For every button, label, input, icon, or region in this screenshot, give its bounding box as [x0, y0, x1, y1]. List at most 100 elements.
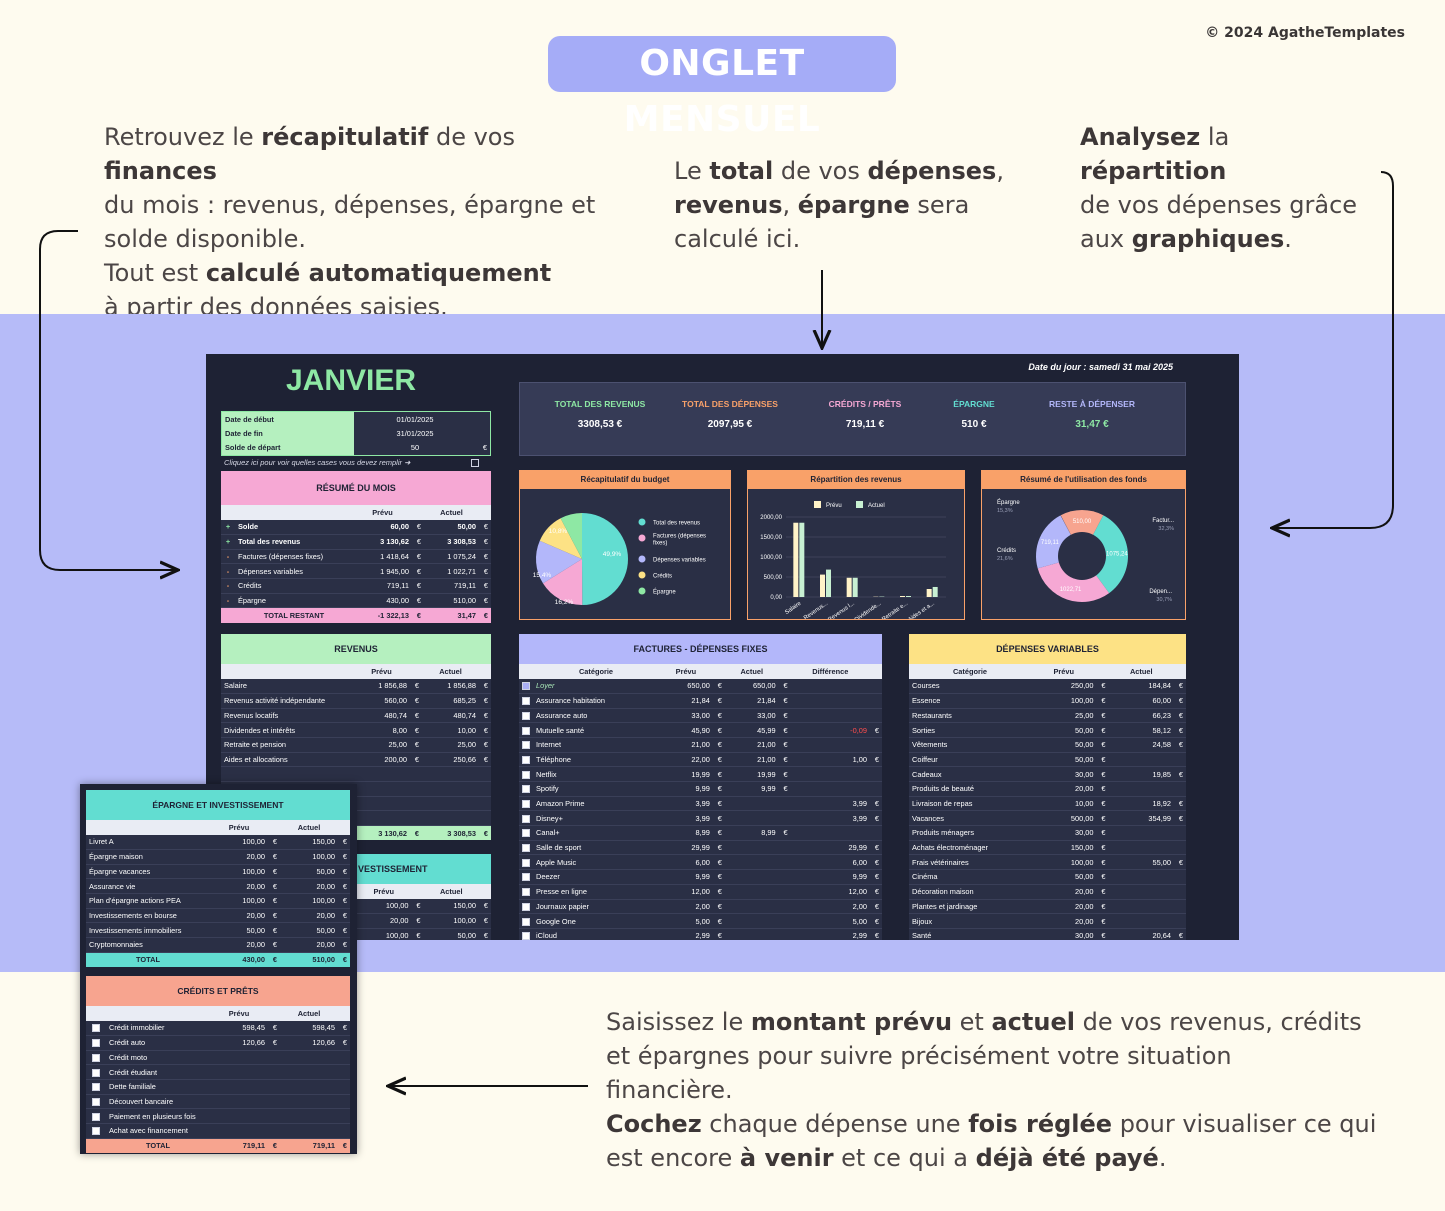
empty-cell[interactable]: [353, 781, 410, 797]
value-prevu[interactable]: 150,00: [1031, 840, 1097, 856]
value-prevu[interactable]: 9,99: [659, 869, 713, 885]
paid-checkbox[interactable]: [86, 1035, 106, 1051]
value-actuel[interactable]: 184,84: [1108, 678, 1174, 694]
value-actuel[interactable]: [280, 1108, 338, 1124]
value-actuel[interactable]: 21,00: [724, 737, 779, 753]
value-prevu[interactable]: 19,99: [659, 766, 713, 782]
paid-checkbox[interactable]: [519, 722, 533, 738]
value-actuel[interactable]: 100,00: [280, 893, 338, 909]
paid-checkbox[interactable]: [519, 810, 533, 827]
value-prevu[interactable]: 6,00: [659, 854, 713, 871]
value-actuel[interactable]: 20,00: [280, 937, 338, 953]
value-prevu[interactable]: 650,00: [659, 678, 713, 694]
empty-cell[interactable]: [410, 810, 422, 827]
paid-checkbox[interactable]: [86, 1079, 106, 1095]
value-actuel[interactable]: 50,00: [280, 922, 338, 938]
value-prevu[interactable]: 22,00: [659, 752, 713, 768]
paid-checkbox[interactable]: [519, 693, 533, 709]
value-actuel[interactable]: 25,00: [422, 737, 479, 753]
value-actuel[interactable]: 33,00: [724, 708, 779, 724]
value-actuel[interactable]: [1108, 869, 1174, 885]
value-prevu[interactable]: 21,00: [659, 737, 713, 753]
empty-cell[interactable]: [422, 781, 479, 797]
paid-checkbox[interactable]: [519, 678, 533, 694]
value-actuel[interactable]: 55,00: [1108, 854, 1174, 871]
value-actuel[interactable]: 250,66: [422, 752, 479, 768]
value-prevu[interactable]: [210, 1108, 268, 1124]
empty-cell[interactable]: [479, 810, 491, 827]
value-actuel[interactable]: [724, 840, 779, 856]
value-actuel[interactable]: [724, 884, 779, 900]
value-actuel[interactable]: 685,25: [422, 693, 479, 709]
value-actuel[interactable]: [724, 854, 779, 871]
value-prevu[interactable]: 200,00: [353, 752, 410, 768]
value-prevu[interactable]: 8,99: [659, 825, 713, 841]
value-actuel[interactable]: [280, 1079, 338, 1095]
value-actuel[interactable]: 354,99: [1108, 810, 1174, 827]
empty-cell[interactable]: [479, 766, 491, 782]
value-actuel[interactable]: 650,00: [724, 678, 779, 694]
value-prevu[interactable]: 480,74: [353, 708, 410, 724]
paid-checkbox[interactable]: [519, 796, 533, 812]
paid-checkbox[interactable]: [519, 869, 533, 885]
value-prevu[interactable]: 2,99: [659, 928, 713, 940]
paid-checkbox[interactable]: [86, 1108, 106, 1124]
value-actuel[interactable]: [280, 1094, 338, 1110]
value-prevu[interactable]: 29,99: [659, 840, 713, 856]
value-actuel[interactable]: 9,99: [724, 781, 779, 797]
value-prevu[interactable]: 21,84: [659, 693, 713, 709]
value-actuel[interactable]: 10,00: [422, 722, 479, 738]
value-actuel[interactable]: 24,58: [1108, 737, 1174, 753]
paid-checkbox[interactable]: [519, 781, 533, 797]
value-actuel[interactable]: 150,00: [280, 834, 338, 850]
value-actuel[interactable]: 20,00: [280, 908, 338, 924]
info-value[interactable]: 01/01/2025: [353, 411, 477, 427]
value-prevu[interactable]: 50,00: [210, 922, 268, 938]
empty-cell[interactable]: [422, 766, 479, 782]
empty-cell[interactable]: [410, 796, 422, 812]
value-actuel[interactable]: [724, 899, 779, 915]
value-prevu[interactable]: 30,00: [1031, 766, 1097, 782]
value-prevu[interactable]: 25,00: [353, 737, 410, 753]
paid-checkbox[interactable]: [86, 1050, 106, 1066]
paid-checkbox[interactable]: [519, 854, 533, 871]
value-prevu[interactable]: 20,00: [1031, 913, 1097, 929]
value-prevu[interactable]: 20,00: [210, 937, 268, 953]
value-prevu[interactable]: [210, 1094, 268, 1110]
value-prevu[interactable]: 45,90: [659, 722, 713, 738]
empty-cell[interactable]: [353, 766, 410, 782]
value-actuel[interactable]: 120,66: [280, 1035, 338, 1051]
value-actuel[interactable]: 66,23: [1108, 708, 1174, 724]
paid-checkbox[interactable]: [86, 1094, 106, 1110]
paid-checkbox[interactable]: [519, 899, 533, 915]
info-value[interactable]: 50: [353, 440, 477, 456]
value-prevu[interactable]: 1 856,88: [353, 678, 410, 694]
value-prevu[interactable]: 3,99: [659, 796, 713, 812]
paid-checkbox[interactable]: [519, 884, 533, 900]
value-prevu[interactable]: 50,00: [1031, 737, 1097, 753]
value-actuel[interactable]: [724, 928, 779, 940]
value-prevu[interactable]: 30,00: [1031, 825, 1097, 841]
value-actuel[interactable]: 21,84: [724, 693, 779, 709]
value-prevu[interactable]: 50,00: [1031, 752, 1097, 768]
empty-cell[interactable]: [410, 781, 422, 797]
value-prevu[interactable]: 560,00: [353, 693, 410, 709]
value-actuel[interactable]: [280, 1064, 338, 1080]
paid-checkbox[interactable]: [519, 752, 533, 768]
value-prevu[interactable]: 30,00: [1031, 928, 1097, 940]
paid-checkbox[interactable]: [519, 840, 533, 856]
paid-checkbox[interactable]: [519, 913, 533, 929]
value-actuel[interactable]: 8,99: [724, 825, 779, 841]
value-actuel[interactable]: [724, 796, 779, 812]
value-actuel[interactable]: [1108, 781, 1174, 797]
value-actuel[interactable]: [1108, 752, 1174, 768]
value-prevu[interactable]: [210, 1123, 268, 1139]
empty-cell[interactable]: [221, 766, 353, 782]
value-prevu[interactable]: 20,00: [1031, 899, 1097, 915]
value-actuel[interactable]: 60,00: [1108, 693, 1174, 709]
value-actuel[interactable]: [724, 810, 779, 827]
value-prevu[interactable]: 100,00: [210, 893, 268, 909]
value-prevu[interactable]: 25,00: [1031, 708, 1097, 724]
value-actuel[interactable]: 19,99: [724, 766, 779, 782]
empty-cell[interactable]: [479, 781, 491, 797]
